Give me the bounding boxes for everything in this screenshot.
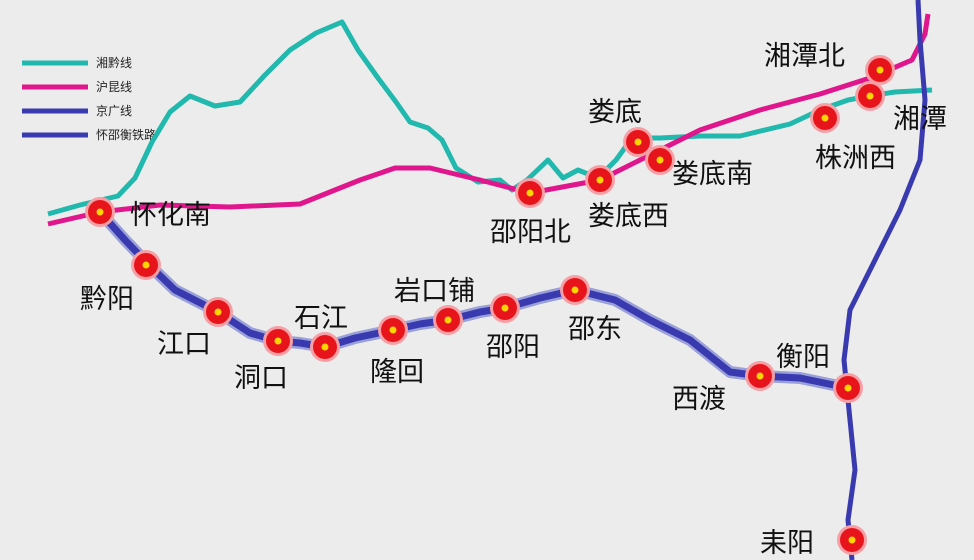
station-label-loudi: 娄底 (588, 97, 642, 128)
station-marker-shaoyang (490, 293, 520, 323)
station-label-qianyang: 黔阳 (80, 284, 134, 315)
station-marker-huaihuanan (85, 197, 115, 227)
station-marker-shaodong (560, 275, 590, 305)
station-marker-hengyang (833, 373, 863, 403)
legend-label-huaishaoheng: 怀邵衡铁路 (96, 127, 156, 142)
station-label-xiangtan: 湘潭 (893, 104, 947, 135)
station-label-xiangtanbei: 湘潭北 (764, 41, 845, 72)
station-label-shaoyangbei: 邵阳北 (490, 217, 571, 248)
station-label-shijiang: 石江 (294, 303, 348, 334)
station-label-longhui: 隆回 (370, 357, 424, 388)
line-xiangqian (47, 19, 933, 217)
station-marker-xiangtanbei (865, 55, 895, 85)
legend-label-hukun: 沪昆线 (96, 80, 132, 94)
station-marker-shijiang (310, 332, 340, 362)
station-label-dongkou: 洞口 (234, 363, 288, 394)
station-labels: 怀化南 黔阳 江口 洞口 石江 隆回 岩口铺 邵阳 邵东 西渡 衡阳 耒阳 邵阳… (80, 41, 947, 559)
station-marker-loudixi (585, 165, 615, 195)
station-marker-zhuzhouxi (810, 103, 840, 133)
station-marker-loudinan (645, 145, 675, 175)
station-marker-xidu (745, 361, 775, 391)
station-label-shaoyang: 邵阳 (486, 332, 540, 363)
station-marker-leiyang (837, 525, 867, 555)
station-label-yankoupu: 岩口铺 (394, 276, 475, 307)
station-label-hengyang: 衡阳 (776, 342, 830, 373)
station-marker-qianyang (131, 250, 161, 280)
line-jingguang (841, 0, 928, 560)
station-marker-longhui (378, 315, 408, 345)
station-marker-loudi (623, 127, 653, 157)
station-label-xidu: 西渡 (672, 384, 726, 415)
station-marker-jiangkou (203, 297, 233, 327)
station-label-huaihuanan: 怀化南 (130, 200, 211, 231)
station-label-jiangkou: 江口 (157, 329, 211, 360)
station-label-shaodong: 邵东 (568, 314, 622, 345)
legend-label-xiangqian: 湘黔线 (96, 55, 132, 70)
station-marker-dongkou (263, 326, 293, 356)
station-marker-shaoyangbei (515, 178, 545, 208)
station-markers (85, 55, 895, 555)
station-label-leiyang: 耒阳 (760, 528, 814, 559)
legend: 湘黔线 沪昆线 京广线 怀邵衡铁路 (22, 55, 156, 142)
station-label-loudixi: 娄底西 (588, 201, 669, 232)
station-marker-xiangtan (855, 81, 885, 111)
station-label-zhuzhouxi: 株洲西 (815, 143, 896, 174)
station-marker-yankoupu (433, 305, 463, 335)
legend-label-jingguang: 京广线 (96, 104, 132, 118)
station-label-loudinan: 娄底南 (672, 159, 753, 190)
